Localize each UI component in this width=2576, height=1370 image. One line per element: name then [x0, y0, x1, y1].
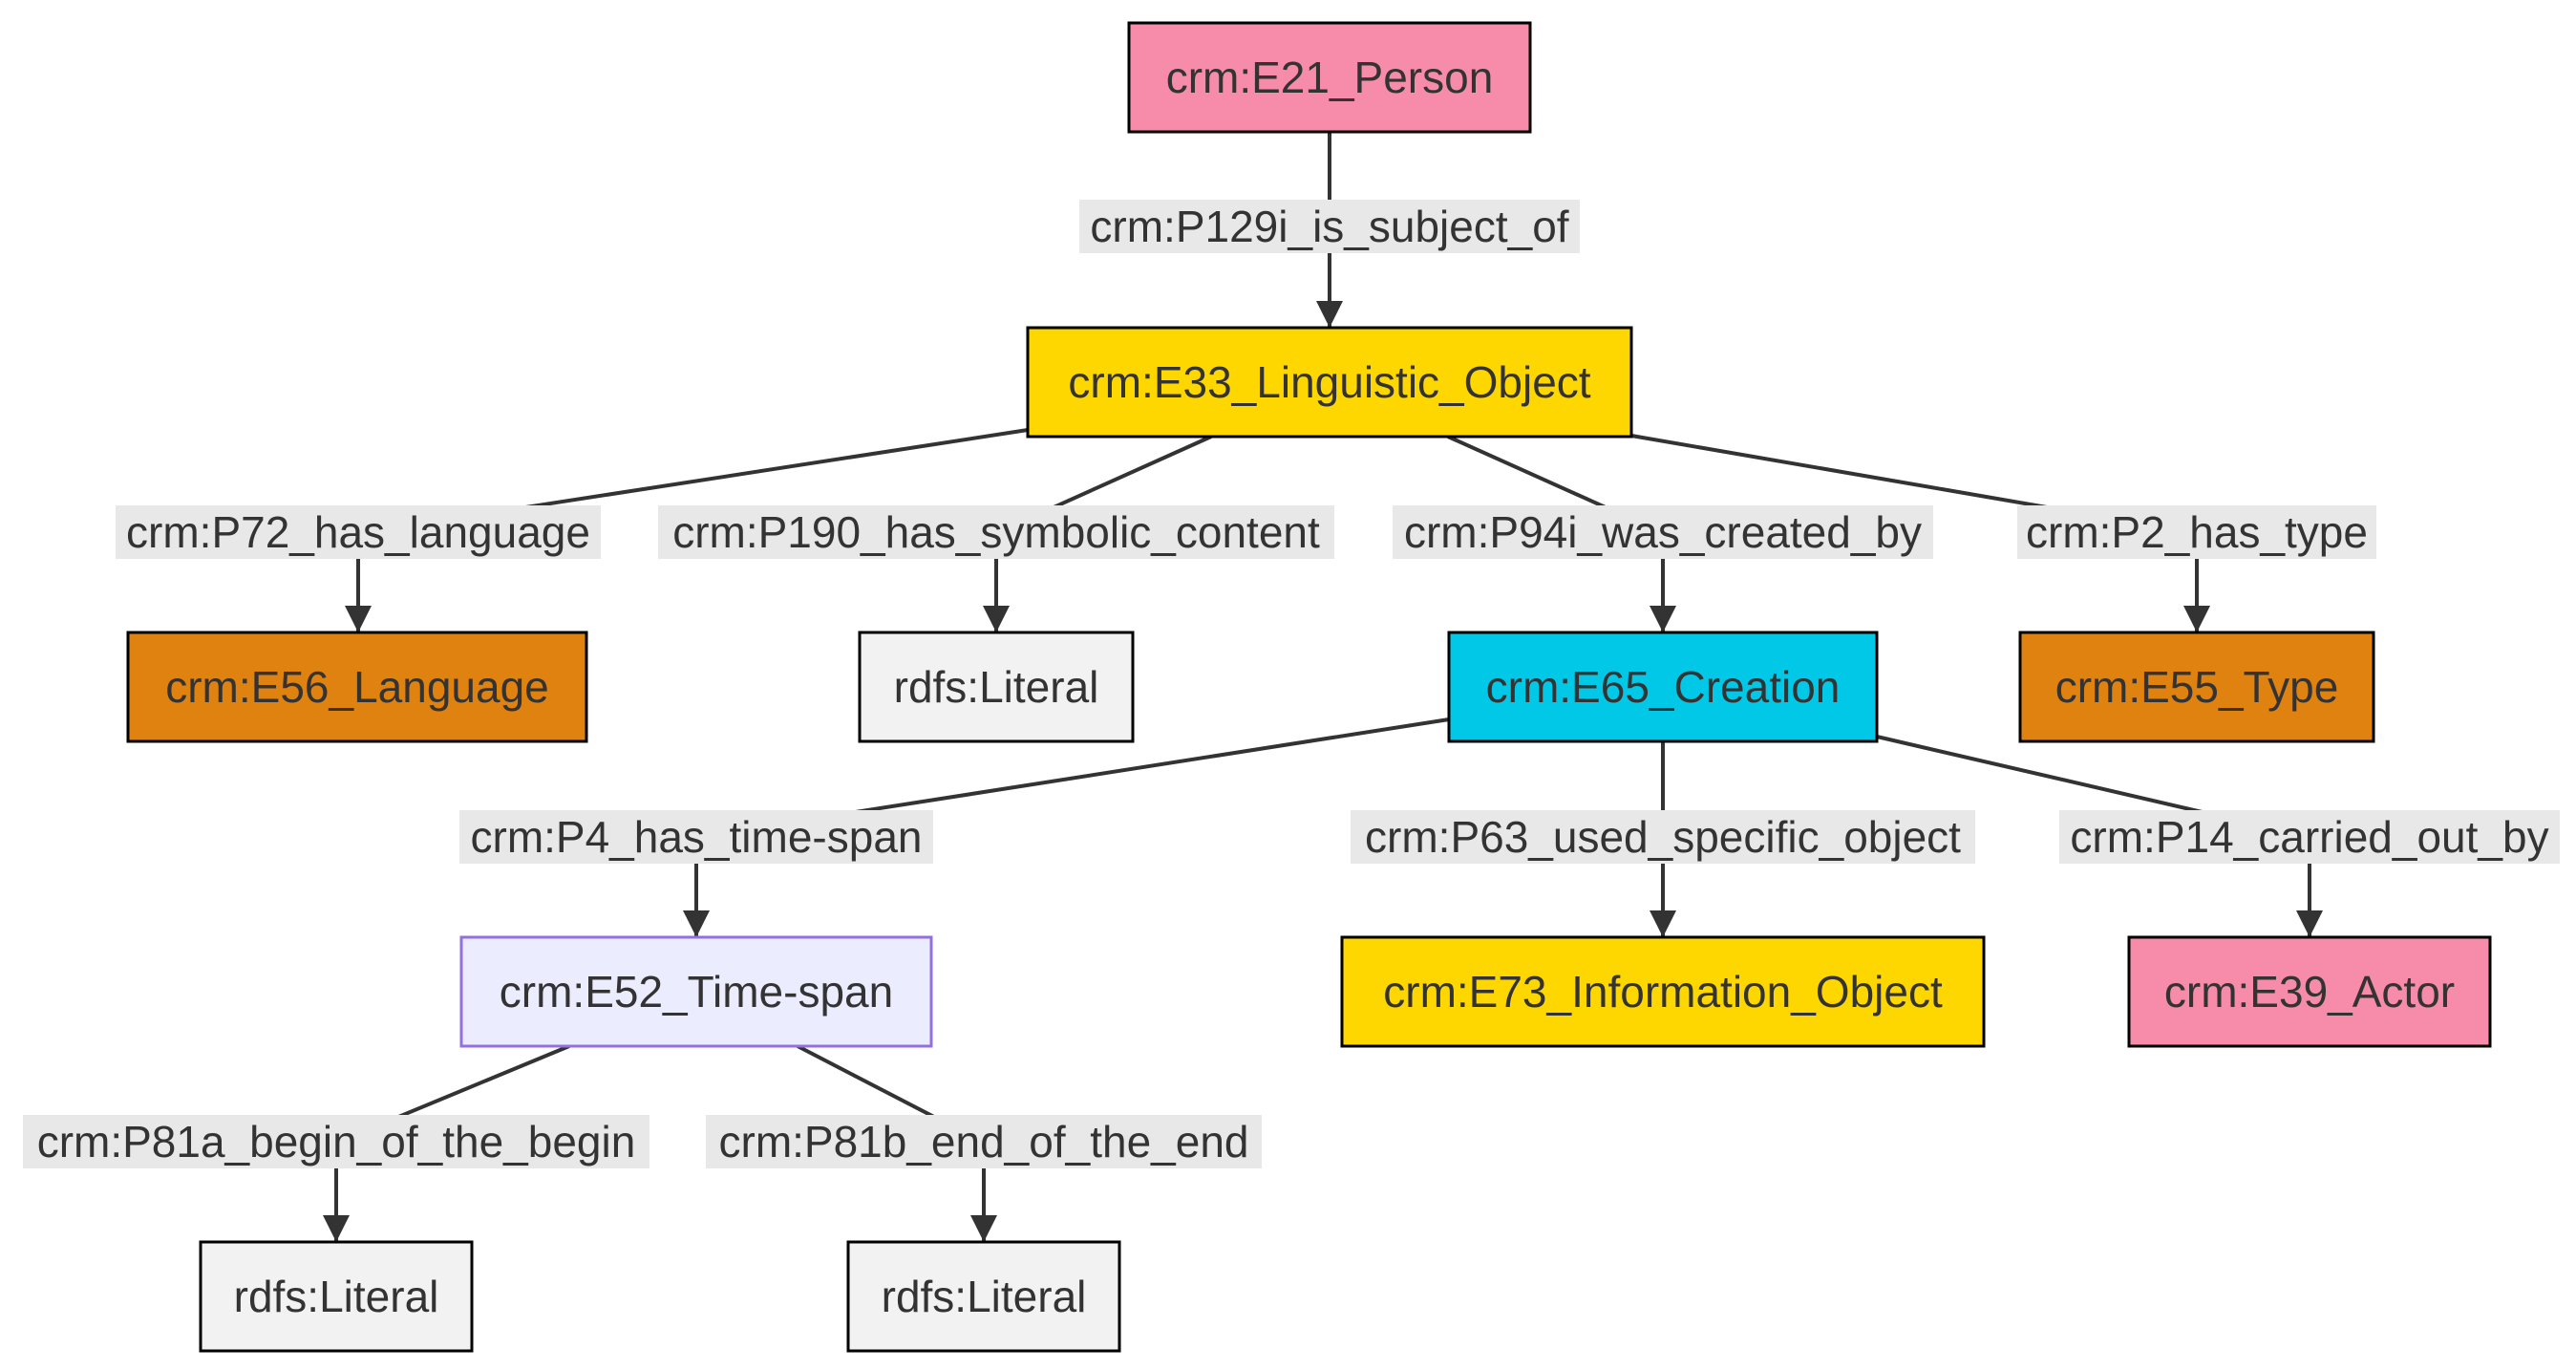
edge-label-background — [658, 505, 1334, 559]
node-literal2[interactable]: rdfs:Literal — [199, 1240, 474, 1353]
node-linguistic[interactable]: crm:E33_Linguistic_Object — [1026, 326, 1633, 439]
node-label: crm:E65_Creation — [1486, 662, 1841, 712]
edge-label-p81b: crm:P81b_end_of_the_end — [706, 1115, 1262, 1168]
edge-label-background — [23, 1115, 649, 1168]
node-box — [1447, 631, 1879, 743]
edges-layer — [323, 132, 2323, 1242]
node-box — [858, 631, 1135, 743]
node-timespan[interactable]: crm:E52_Time-span — [459, 935, 933, 1048]
edge-label-background — [706, 1115, 1262, 1168]
node-box — [2127, 935, 2492, 1048]
node-box — [846, 1240, 1121, 1353]
edge-label-text: crm:P190_has_symbolic_content — [672, 507, 1320, 557]
node-person[interactable]: crm:E21_Person — [1127, 21, 1532, 134]
edge-label-p2: crm:P2_has_type — [2017, 505, 2376, 559]
edge-label-background — [1079, 200, 1580, 253]
node-label: rdfs:Literal — [894, 662, 1099, 712]
node-label: crm:E39_Actor — [2164, 967, 2455, 1017]
node-box — [1127, 21, 1532, 134]
node-type[interactable]: crm:E55_Type — [2018, 631, 2375, 743]
node-box — [459, 935, 933, 1048]
edge-label-p129i: crm:P129i_is_subject_of — [1079, 200, 1580, 253]
edge-label-text: crm:P14_carried_out_by — [2070, 812, 2548, 862]
node-box — [126, 631, 588, 743]
edge-label-text: crm:P2_has_type — [2026, 507, 2368, 557]
edge-label-text: crm:P129i_is_subject_of — [1090, 202, 1568, 251]
edge-label-text: crm:P4_has_time-span — [471, 812, 923, 862]
node-literal3[interactable]: rdfs:Literal — [846, 1240, 1121, 1353]
edge-label-background — [2017, 505, 2376, 559]
edge-label-background — [1351, 810, 1975, 864]
node-label: rdfs:Literal — [882, 1272, 1087, 1321]
edge-label-text: crm:P81b_end_of_the_end — [719, 1117, 1249, 1167]
edge-label-text: crm:P72_has_language — [126, 507, 590, 557]
edge-label-p72: crm:P72_has_language — [116, 505, 601, 559]
edge-label-background — [459, 810, 933, 864]
edge-label-background — [116, 505, 601, 559]
node-label: crm:E33_Linguistic_Object — [1068, 357, 1590, 407]
node-literal1[interactable]: rdfs:Literal — [858, 631, 1135, 743]
edge-label-p14: crm:P14_carried_out_by — [2059, 810, 2560, 864]
node-label: crm:E73_Information_Object — [1383, 967, 1943, 1017]
node-box — [1026, 326, 1633, 439]
node-label: crm:E52_Time-span — [500, 967, 893, 1017]
edge-label-text: crm:P94i_was_created_by — [1404, 507, 1922, 557]
edge-label-background — [1393, 505, 1933, 559]
node-label: crm:E56_Language — [165, 662, 549, 712]
edge-label-text: crm:P63_used_specific_object — [1365, 812, 1961, 862]
nodes-layer: crm:E21_Personcrm:E33_Linguistic_Objectc… — [126, 21, 2492, 1353]
edge-labels-layer: crm:P129i_is_subject_of crm:P72_has_langu… — [23, 200, 2560, 1168]
edge-label-p81a: crm:P81a_begin_of_the_begin — [23, 1115, 649, 1168]
node-creation[interactable]: crm:E65_Creation — [1447, 631, 1879, 743]
node-box — [199, 1240, 474, 1353]
node-actor[interactable]: crm:E39_Actor — [2127, 935, 2492, 1048]
node-infoobj[interactable]: crm:E73_Information_Object — [1340, 935, 1986, 1048]
node-box — [1340, 935, 1986, 1048]
edge-label-background — [2059, 810, 2560, 864]
edge-label-p190: crm:P190_has_symbolic_content — [658, 505, 1334, 559]
edge-label-p4: crm:P4_has_time-span — [459, 810, 933, 864]
node-label: crm:E55_Type — [2055, 662, 2339, 712]
edge-label-p63: crm:P63_used_specific_object — [1351, 810, 1975, 864]
node-box — [2018, 631, 2375, 743]
node-label: crm:E21_Person — [1166, 53, 1494, 102]
edge-label-text: crm:P81a_begin_of_the_begin — [37, 1117, 636, 1167]
node-language[interactable]: crm:E56_Language — [126, 631, 588, 743]
node-label: rdfs:Literal — [234, 1272, 439, 1321]
edge-label-p94i: crm:P94i_was_created_by — [1393, 505, 1933, 559]
